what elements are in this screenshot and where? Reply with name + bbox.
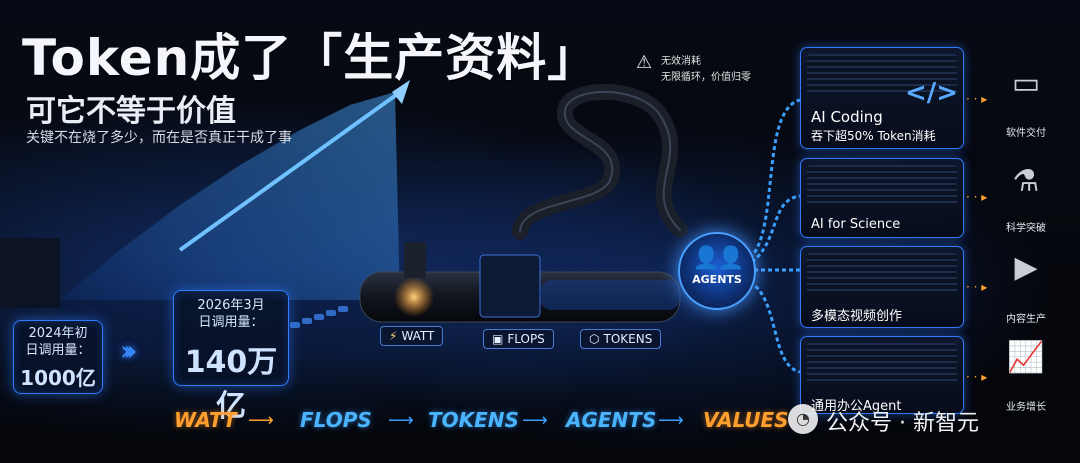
- output-label: 软件交付: [1006, 128, 1046, 139]
- growth-chart-icon: 📈: [1007, 340, 1045, 375]
- city-silhouette: [0, 238, 60, 308]
- panel-ai-coding: </> AI Coding 吞下超50% Token消耗: [800, 47, 964, 149]
- laptop-icon: ▭: [1011, 66, 1041, 101]
- panel-title: 通用办公Agent: [811, 399, 902, 414]
- flow-step-watt: WATT: [174, 408, 237, 432]
- code-editor-thumbnail: [807, 54, 957, 96]
- panel-office-agent: 通用办公Agent: [800, 336, 964, 414]
- arrow-right-icon: · · ▸: [966, 190, 988, 204]
- people-group-icon: 👤👤: [692, 246, 745, 271]
- panel-title: 多模态视频创作: [811, 309, 903, 324]
- stat-card-2024: 2024年初 日调用量： 1000亿: [13, 320, 103, 394]
- stat-label: 日调用量：: [198, 315, 264, 330]
- warning-detail: 无限循环，价值归零: [661, 72, 751, 83]
- output-label: 业务增长: [1006, 402, 1046, 413]
- flow-step-values: VALUES: [703, 408, 789, 432]
- panel-subtitle: 吞下超50% Token消耗: [811, 129, 936, 143]
- code-icon: </>: [905, 78, 959, 108]
- watermark-text: 公众号 · 新智元: [826, 411, 979, 436]
- stat-date: 2024年初: [28, 326, 88, 341]
- pipeline-label-flops: ▣FLOPS: [483, 329, 554, 349]
- flow-step-agents: AGENTS: [566, 408, 657, 432]
- wechat-icon: ◔: [788, 404, 818, 434]
- stat-value: 1000亿: [20, 366, 96, 390]
- molecule-chart-thumbnail: [807, 165, 957, 207]
- arrow-right-icon: · · ▸: [966, 92, 988, 106]
- output-label: 内容生产: [1006, 314, 1046, 325]
- pipeline-label-tokens: ⬡TOKENS: [580, 329, 662, 349]
- stat-label: 日调用量：: [25, 343, 91, 358]
- arrow-right-icon: ⟶: [658, 410, 684, 431]
- panel-title: AI for Science: [811, 217, 901, 232]
- chip-icon: ▣: [492, 332, 504, 346]
- panel-video-creation: 多模态视频创作: [800, 246, 964, 328]
- panel-ai-for-science: AI for Science: [800, 158, 964, 238]
- agents-hub: 👤👤 AGENTS: [678, 232, 756, 310]
- pipeline-label-watt: ⚡WATT: [380, 326, 444, 346]
- cube-icon: ⬡: [589, 332, 600, 346]
- tagline: 关键不在烧了多少，而在是否真正干成了事: [26, 130, 292, 146]
- warning-icon: ⚠: [636, 52, 653, 73]
- data-streams: [748, 98, 801, 374]
- flow-step-flops: FLOPS: [300, 408, 372, 432]
- arrow-right-icon: ⟶: [522, 410, 548, 431]
- serpentine-pipe: [512, 83, 688, 240]
- arrow-right-icon: ⟶: [388, 410, 414, 431]
- agents-label: AGENTS: [692, 273, 742, 286]
- stat-value: 140万亿: [184, 345, 278, 424]
- chain-link: [290, 306, 348, 328]
- arrow-right-icon: ⟶: [248, 410, 274, 431]
- clapperboard-icon: ▶: [1014, 250, 1038, 285]
- output-label: 科学突破: [1006, 223, 1046, 234]
- stat-card-2026: 2026年3月 日调用量： 140万亿: [173, 290, 289, 424]
- dashboard-thumbnail: [807, 343, 957, 385]
- page-subtitle: 可它不等于价值: [26, 94, 236, 129]
- arrow-right-icon: · · ▸: [966, 370, 988, 384]
- lightning-icon: ⚡: [389, 329, 398, 343]
- warning-title: 无效消耗: [661, 56, 701, 67]
- arrow-right-icon: · · ▸: [966, 280, 988, 294]
- stat-date: 2026年3月: [197, 298, 265, 313]
- chevron-right-icon: ›››: [120, 334, 137, 367]
- panel-title: AI Coding: [811, 108, 883, 126]
- video-editor-thumbnail: [807, 253, 957, 295]
- rising-arrow: [178, 80, 410, 252]
- page-title: Token成了「生产资料」: [22, 29, 599, 87]
- pipeline-machine: [359, 242, 681, 323]
- flow-step-tokens: TOKENS: [428, 408, 519, 432]
- flask-icon: ⚗: [1012, 164, 1040, 199]
